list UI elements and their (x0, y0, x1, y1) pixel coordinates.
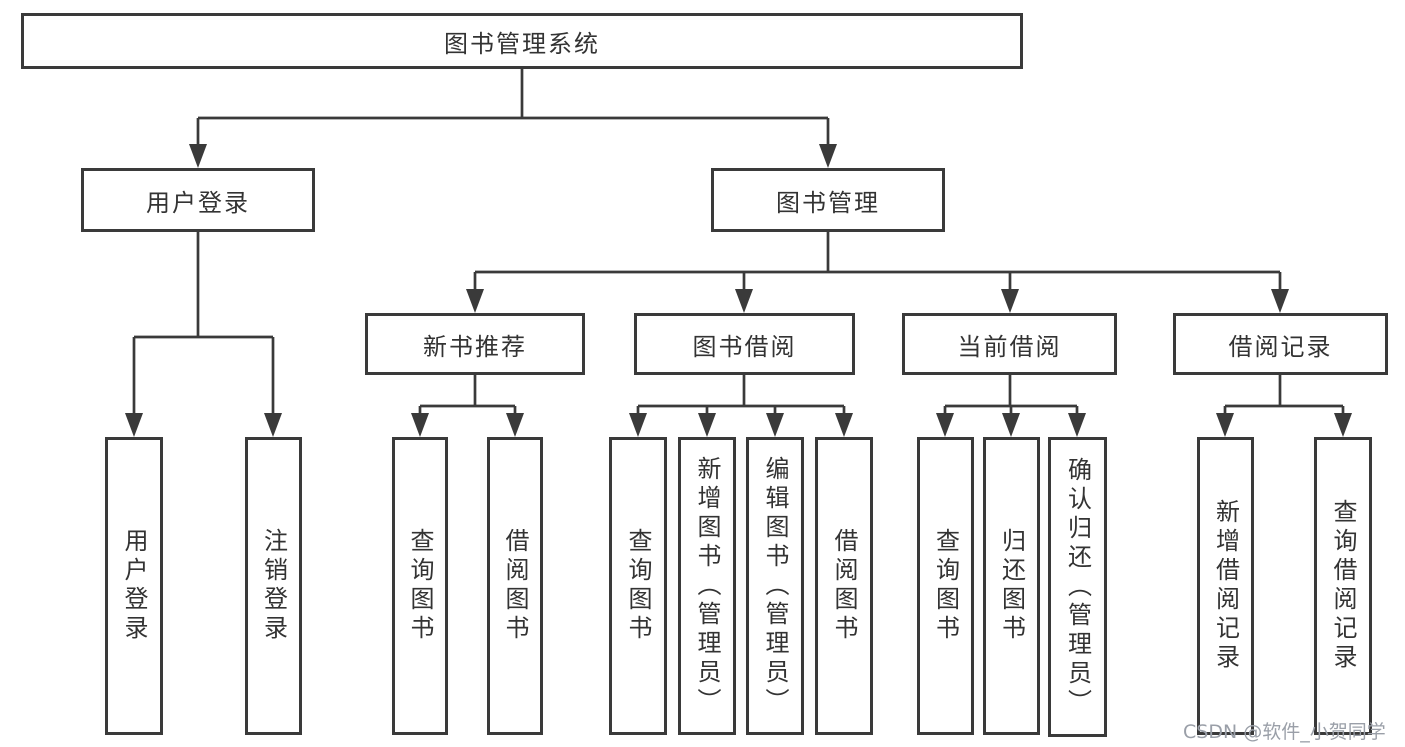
node-label: 归还图书 (997, 528, 1026, 644)
leaf-query-books-borrowing: 查询图书 (609, 437, 667, 735)
node-label: 注销登录 (259, 528, 288, 644)
csdn-watermark: CSDN @软件_小贺同学 (1183, 721, 1386, 743)
node-borrowing-records: 借阅记录 (1173, 313, 1388, 375)
leaf-user-login: 用户登录 (105, 437, 163, 735)
leaf-add-books-admin: 新增图书（管理员） (678, 437, 736, 735)
node-user-login: 用户登录 (81, 168, 315, 232)
node-label: 借阅图书 (501, 528, 529, 644)
node-label: 借阅图书 (830, 528, 858, 644)
leaf-add-borrow-record: 新增借阅记录 (1197, 437, 1254, 735)
node-label: 编辑图书（管理员） (761, 455, 789, 717)
leaf-query-books-recommend: 查询图书 (392, 437, 448, 735)
node-label: 图书管理系统 (444, 29, 600, 58)
leaf-borrow-books: 借阅图书 (815, 437, 873, 735)
leaf-query-borrow-record: 查询借阅记录 (1314, 437, 1372, 735)
node-label: 用户登录 (146, 188, 250, 217)
leaf-query-books-current: 查询图书 (917, 437, 974, 735)
node-book-borrowing: 图书借阅 (634, 313, 855, 375)
node-label: 查询图书 (931, 528, 960, 644)
node-label: 查询借阅记录 (1329, 499, 1357, 673)
node-label: 查询图书 (406, 528, 434, 644)
node-label: 新增图书（管理员） (693, 455, 721, 717)
leaf-edit-books-admin: 编辑图书（管理员） (746, 437, 804, 735)
node-label: 查询图书 (624, 528, 652, 644)
node-label: 图书借阅 (692, 332, 797, 361)
leaf-borrow-books-recommend: 借阅图书 (487, 437, 543, 735)
node-label: 确认归还（管理员） (1063, 456, 1092, 718)
node-label: 当前借阅 (957, 332, 1062, 361)
node-label: 图书管理 (776, 188, 880, 217)
node-label: 借阅记录 (1228, 332, 1333, 361)
node-book-management: 图书管理 (711, 168, 945, 232)
leaf-return-books: 归还图书 (983, 437, 1040, 735)
node-label: 用户登录 (120, 528, 148, 644)
node-label: 新书推荐 (423, 332, 527, 361)
leaf-logout: 注销登录 (245, 437, 302, 735)
node-current-borrowing: 当前借阅 (902, 313, 1117, 375)
leaf-confirm-return-admin: 确认归还（管理员） (1048, 437, 1107, 737)
node-new-book-recommend: 新书推荐 (365, 313, 585, 375)
node-label: 新增借阅记录 (1211, 499, 1240, 673)
node-library-management-system: 图书管理系统 (21, 13, 1023, 69)
